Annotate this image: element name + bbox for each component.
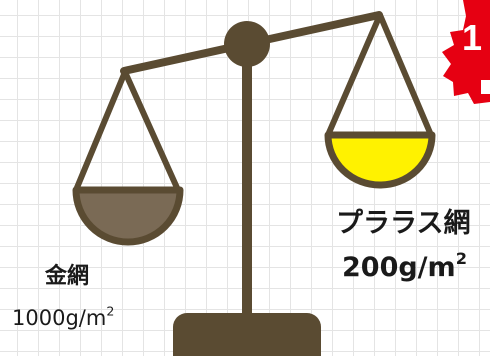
left-string-inner [122,69,181,193]
right-pan-weight: 200g/m2 [342,250,467,283]
badge-glyph-fragment [481,80,490,94]
left-pan-weight-value: 1000g/m [12,306,107,330]
right-pan-weight-exponent: 2 [455,248,467,268]
left-string-outer [73,69,128,193]
scale-pivot [224,21,270,67]
scale-base [173,313,321,356]
left-pan-weight: 1000g/m2 [12,305,114,330]
right-pan-weight-value: 200g/m [342,252,456,283]
scale-pillar [242,48,252,328]
right-string-outer [325,12,383,138]
left-pan-weight-exponent: 2 [106,303,115,319]
right-pan-label: プララス網 [336,208,471,239]
red-badge: 1 [442,0,490,104]
left-pan [72,186,184,246]
left-pan-label: 金網 [45,264,90,289]
right-pan [324,131,436,189]
badge-digit: 1 [462,17,482,58]
red-badge-shape [442,0,490,104]
right-string-inner [377,12,434,138]
